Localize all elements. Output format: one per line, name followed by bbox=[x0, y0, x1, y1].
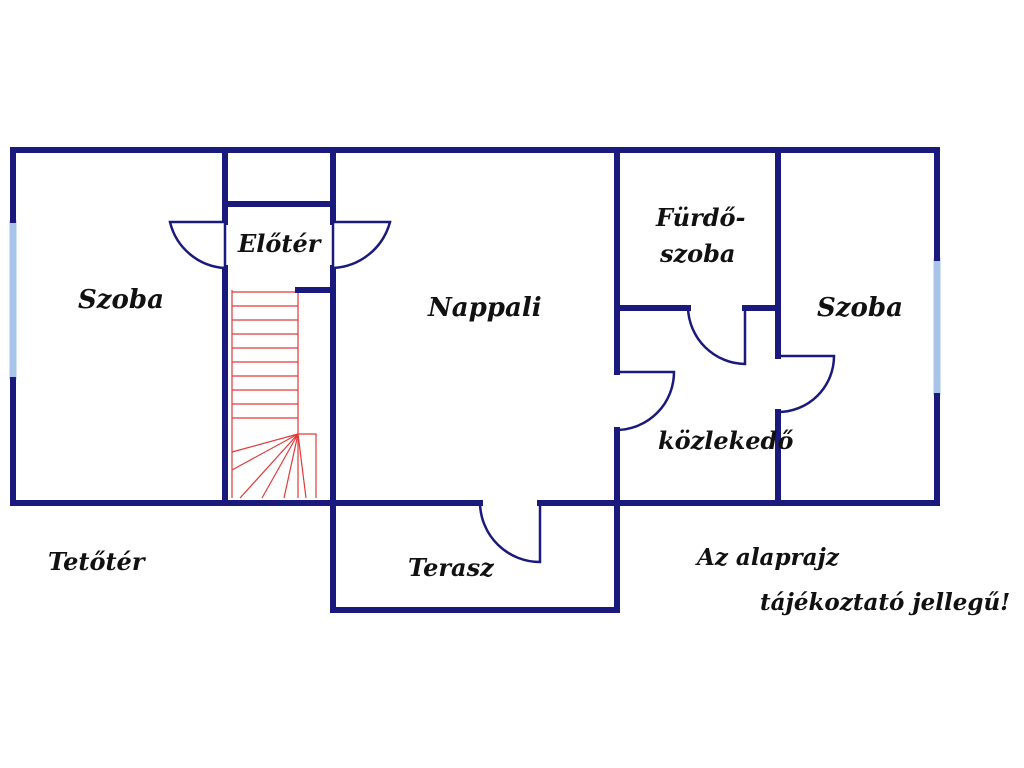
disclaimer-note: Az alaprajz tájékoztató jellegű! bbox=[695, 544, 1010, 616]
walls bbox=[10, 147, 940, 613]
label-kozlekedo: közlekedő bbox=[658, 426, 793, 455]
door-eloter-left bbox=[168, 220, 227, 270]
label-tetoter: Tetőtér bbox=[48, 547, 147, 576]
note-line2: tájékoztató jellegű! bbox=[760, 589, 1010, 616]
label-nappali: Nappali bbox=[427, 293, 542, 323]
door-furdo bbox=[686, 307, 747, 366]
label-szoba-left: Szoba bbox=[78, 285, 164, 315]
label-terasz: Terasz bbox=[408, 553, 495, 582]
label-szoba-right: Szoba bbox=[817, 293, 903, 323]
door-terasz bbox=[478, 502, 542, 564]
note-line1: Az alaprajz bbox=[695, 544, 840, 571]
door-eloter-right bbox=[331, 220, 392, 270]
label-furdo-line1: Fürdő- bbox=[655, 203, 745, 232]
room-labels: Szoba Előtér Nappali Fürdő- szoba Szoba … bbox=[48, 203, 903, 582]
label-eloter: Előtér bbox=[237, 229, 323, 258]
door-szoba-right bbox=[777, 354, 836, 414]
staircase bbox=[231, 290, 317, 499]
door-nappali bbox=[616, 370, 676, 432]
label-furdo-line2: szoba bbox=[659, 239, 735, 268]
windows bbox=[9, 220, 941, 396]
doors bbox=[168, 220, 836, 564]
